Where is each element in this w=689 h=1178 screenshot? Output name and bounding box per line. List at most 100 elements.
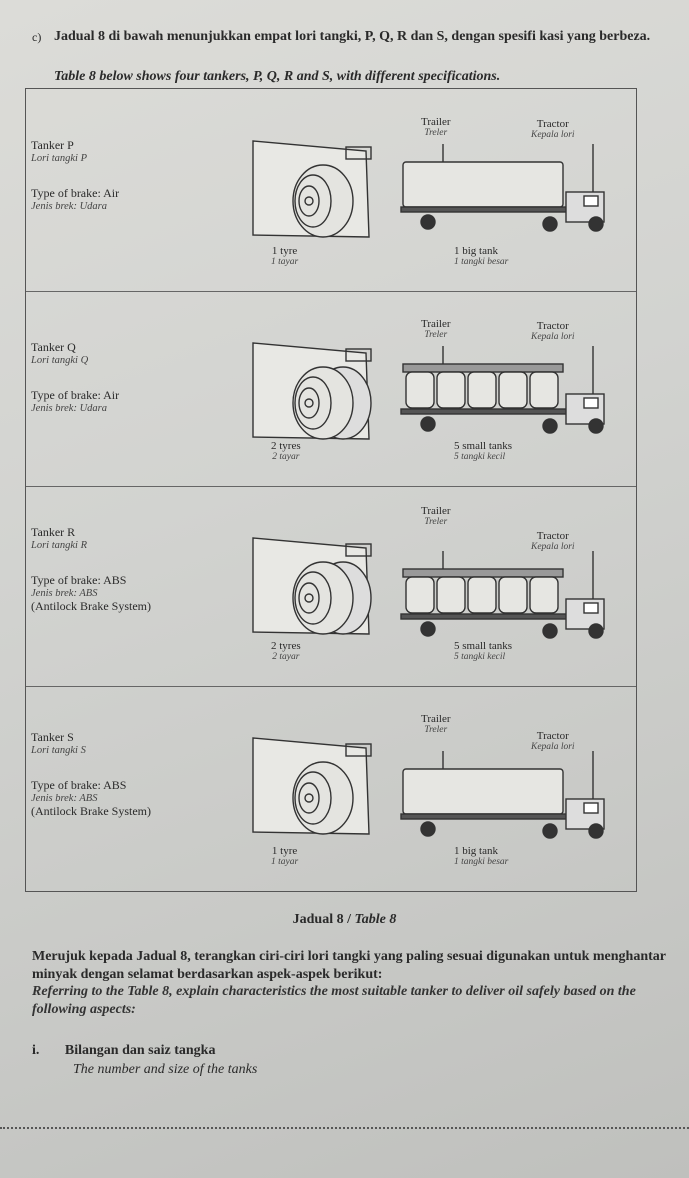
tanker-name: Tanker Q <box>31 340 76 354</box>
tractor-text-malay: Kepala lori <box>531 742 575 752</box>
trailer-text: Trailer <box>421 116 451 128</box>
tank-count-malay: 5 tangki kecil <box>454 452 506 462</box>
tyre-drawing <box>252 737 372 835</box>
brake-type-malay: Jenis brek: Udara <box>31 201 108 212</box>
brake-note: (Antilock Brake System) <box>31 804 151 818</box>
tank <box>436 371 466 409</box>
tank <box>405 371 435 409</box>
tyre-drawing <box>252 342 372 440</box>
tanker-table: Tanker P Lori tangki P Type of brake: Ai… <box>25 88 637 892</box>
tractor-text-malay: Kepala lori <box>531 332 575 342</box>
caption-malay: Jadual 8 <box>292 912 344 927</box>
tank-count-malay: 1 tangki besar <box>454 257 509 267</box>
trailer-text: Trailer <box>421 713 451 725</box>
item-number: i. <box>32 1043 40 1058</box>
tanker-truck-drawing <box>400 551 605 639</box>
tank <box>405 576 435 614</box>
question-text: Merujuk kepada Jadual 8, terangkan ciri-… <box>32 948 682 1018</box>
caption-separator: / <box>343 912 355 927</box>
item-malay: Bilangan dan saiz tangka <box>64 1043 216 1058</box>
question-english: Referring to the Table 8, explain charac… <box>32 984 636 1017</box>
brake-type-malay: Jenis brek: Udara <box>31 403 108 414</box>
tyre-count: 2 tyres <box>271 440 301 452</box>
aspect-item: i. Bilangan dan saiz tangka <box>32 1043 215 1059</box>
tank <box>402 768 564 815</box>
tank-count: 1 big tank <box>454 245 498 257</box>
brake-type-malay: Jenis brek: ABS <box>31 793 98 804</box>
tank <box>529 371 559 409</box>
trailer-text-malay: Treler <box>424 725 448 735</box>
tyre-count-malay: 2 tayar <box>272 452 300 462</box>
tractor-text: Tractor <box>536 320 569 332</box>
brake-note: (Antilock Brake System) <box>31 599 151 613</box>
tyre-drawing <box>252 140 372 238</box>
caption-english: Table 8 <box>354 912 397 927</box>
brake-type: Type of brake: ABS <box>31 778 127 792</box>
brake-type-malay: Jenis brek: ABS <box>31 588 98 599</box>
tyre-count: 1 tyre <box>271 845 298 857</box>
tyre-count-malay: 1 tayar <box>271 857 299 867</box>
tank-count: 5 small tanks <box>454 440 513 452</box>
trailer-text: Trailer <box>421 505 451 517</box>
tank <box>402 161 564 208</box>
tank-count-malay: 5 tangki kecil <box>454 652 506 662</box>
tanker-name-malay: Lori tangki Q <box>31 355 89 366</box>
tractor-text-malay: Kepala lori <box>531 542 575 552</box>
tyre-count: 2 tyres <box>271 640 301 652</box>
question-label: c) <box>32 30 42 44</box>
trailer-text-malay: Treler <box>424 128 448 138</box>
tank <box>529 576 559 614</box>
answer-line[interactable] <box>0 1127 689 1129</box>
tyre-count-malay: 2 tayar <box>272 652 300 662</box>
tyre-drawing <box>252 537 372 635</box>
trailer-text: Trailer <box>421 318 451 330</box>
brake-type: Type of brake: ABS <box>31 573 127 587</box>
tanker-info: Tanker P Lori tangki P Type of brake: Ai… <box>31 139 119 213</box>
question-malay: Merujuk kepada Jadual 8, terangkan ciri-… <box>32 949 666 982</box>
tank-count-malay: 1 tangki besar <box>454 857 509 867</box>
tractor-text-malay: Kepala lori <box>531 130 575 140</box>
tank <box>498 576 528 614</box>
table-row: Tanker P Lori tangki P Type of brake: Ai… <box>26 89 636 292</box>
table-row: Tanker R Lori tangki R Type of brake: AB… <box>26 486 636 687</box>
tank-count: 5 small tanks <box>454 640 513 652</box>
table-row: Tanker Q Lori tangki Q Type of brake: Ai… <box>26 291 636 487</box>
trailer-text-malay: Treler <box>424 517 448 527</box>
tanker-name: Tanker S <box>31 730 74 744</box>
table-row: Tanker S Lori tangki S Type of brake: AB… <box>26 686 636 891</box>
tanker-name-malay: Lori tangki S <box>31 745 86 756</box>
tanker-truck-drawing <box>400 751 605 839</box>
tractor-text: Tractor <box>536 118 569 130</box>
trailer-text-malay: Treler <box>424 330 448 340</box>
tanker-info: Tanker Q Lori tangki Q Type of brake: Ai… <box>31 341 119 415</box>
brake-type: Type of brake: Air <box>31 388 120 402</box>
intro-english: Table 8 below shows four tankers, P, Q, … <box>54 69 501 84</box>
table-caption: Jadual 8 / Table 8 <box>0 912 689 928</box>
tank <box>436 576 466 614</box>
brake-type: Type of brake: Air <box>31 186 120 200</box>
tanker-name-malay: Lori tangki P <box>31 153 88 164</box>
item-english: The number and size of the tanks <box>73 1062 258 1077</box>
tyre-count: 1 tyre <box>271 245 298 257</box>
tanker-info: Tanker R Lori tangki R Type of brake: AB… <box>31 526 151 613</box>
tractor-text: Tractor <box>536 530 569 542</box>
tanker-truck-drawing <box>400 144 605 232</box>
tractor-text: Tractor <box>536 730 569 742</box>
tanker-name: Tanker R <box>31 525 76 539</box>
tanker-info: Tanker S Lori tangki S Type of brake: AB… <box>31 731 151 818</box>
